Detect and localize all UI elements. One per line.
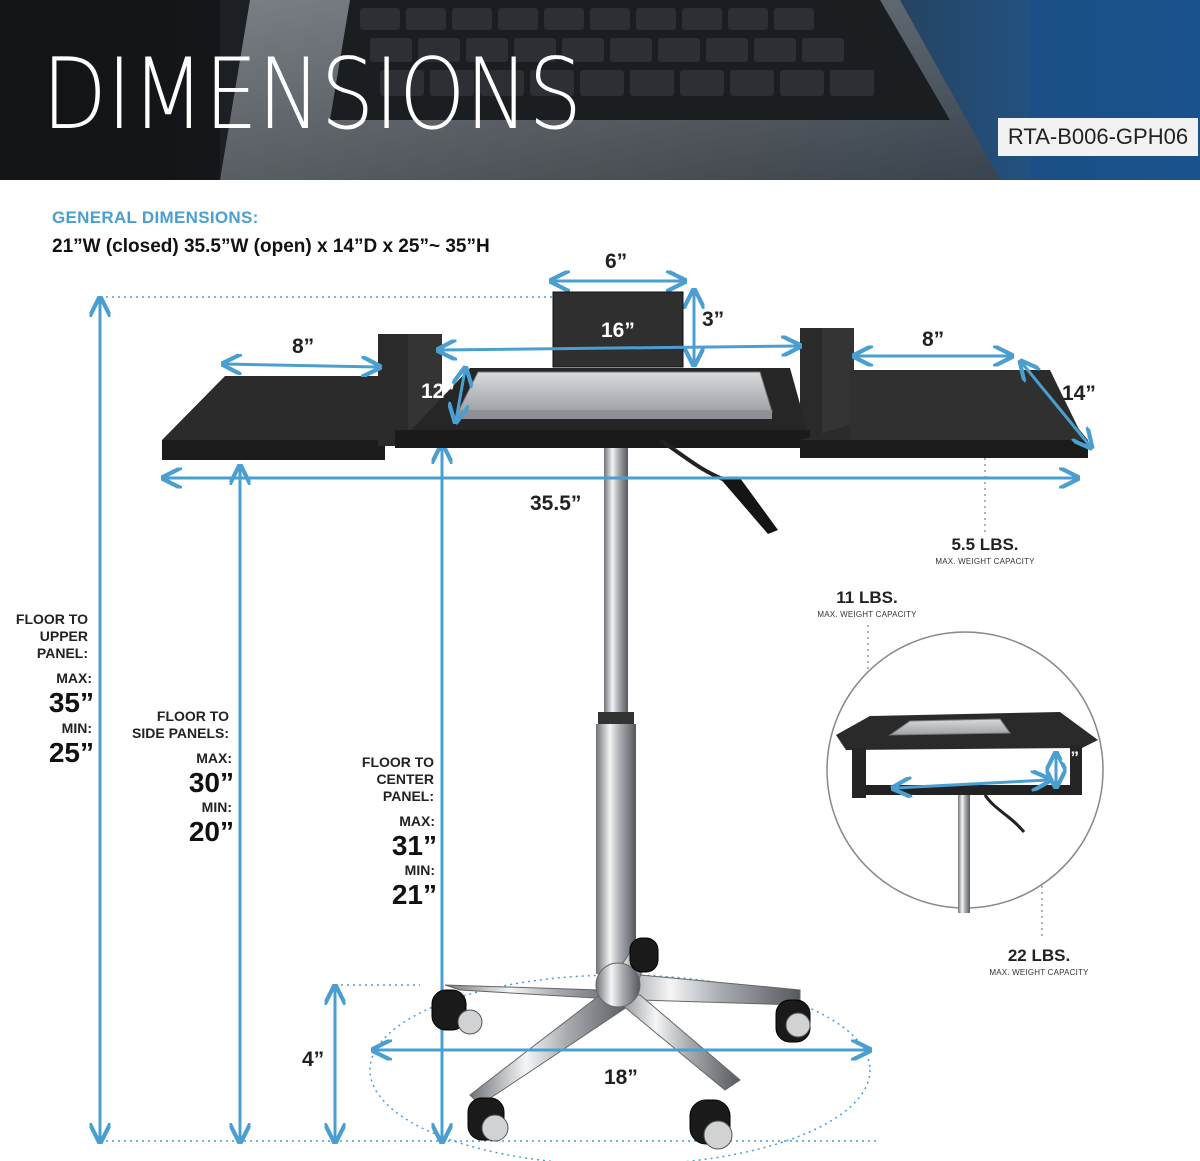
top-capacity-caption: MAX. WEIGHT CAPACITY bbox=[817, 610, 917, 619]
center-panel-min-value: 21” bbox=[391, 879, 437, 910]
base-width-label: 18” bbox=[604, 1066, 638, 1089]
laptop-photo-background bbox=[0, 0, 1200, 180]
general-dimensions-value: 21”W (closed) 35.5”W (open) x 14”D x 25”… bbox=[52, 236, 490, 257]
side-depth-label: 14” bbox=[1062, 382, 1096, 405]
top-capacity-weight: 11 LBS. bbox=[836, 588, 898, 607]
upper-panel-max-label: MAX: bbox=[56, 670, 92, 686]
center-capacity-caption: MAX. WEIGHT CAPACITY bbox=[989, 968, 1089, 977]
upper-panel-min-value: 25” bbox=[48, 737, 94, 768]
center-capacity-weight: 22 LBS. bbox=[1007, 946, 1071, 965]
base-height-label: 4” bbox=[302, 1048, 325, 1071]
center-panel-max-label: MAX: bbox=[399, 813, 435, 829]
page-title: DIMENSIONS bbox=[42, 38, 583, 152]
inset-height-label: 3” bbox=[1061, 748, 1079, 767]
side-panels-max-value: 30” bbox=[188, 767, 234, 798]
inset-width-label: 16” bbox=[966, 760, 994, 779]
model-number-badge: RTA-B006-GPH06 bbox=[998, 118, 1198, 156]
side-panels-max-label: MAX: bbox=[196, 750, 232, 766]
left-side-width-label: 8” bbox=[292, 335, 315, 358]
upper-panel-max-value: 35” bbox=[48, 687, 94, 718]
side-panels-min-value: 20” bbox=[188, 816, 234, 847]
center-depth-label: 12” bbox=[421, 380, 455, 403]
upper-panel-min-label: MIN: bbox=[61, 720, 92, 736]
right-side-width-label: 8” bbox=[922, 328, 945, 351]
center-panel-max-value: 31” bbox=[391, 830, 437, 861]
total-width-label: 35.5” bbox=[530, 492, 582, 515]
header-banner bbox=[0, 0, 1200, 180]
top-panel-width-label: 6” bbox=[605, 250, 628, 273]
center-panel-min-label: MIN: bbox=[404, 862, 435, 878]
top-panel-height-label: 3” bbox=[702, 308, 725, 331]
general-dimensions-heading: GENERAL DIMENSIONS: bbox=[52, 208, 259, 227]
side-panels-min-label: MIN: bbox=[201, 799, 232, 815]
side-capacity-caption: MAX. WEIGHT CAPACITY bbox=[935, 557, 1035, 566]
side-capacity-weight: 5.5 LBS. bbox=[951, 535, 1019, 554]
center-panel-width-label: 16” bbox=[601, 319, 635, 342]
